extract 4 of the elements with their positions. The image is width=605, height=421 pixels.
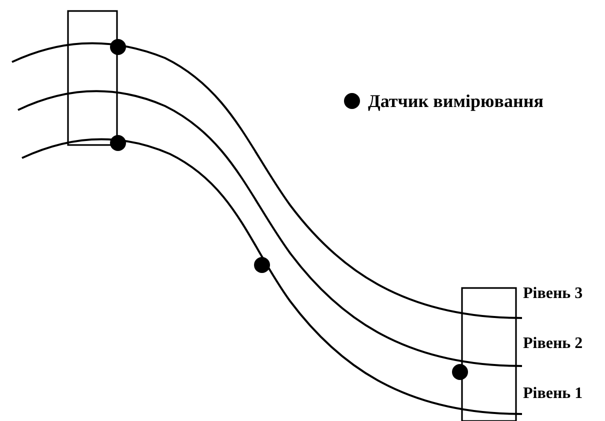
level-label: Рівень 1: [523, 386, 583, 402]
level-label: Рівень 2: [523, 336, 583, 352]
level-label: Рівень 3: [523, 286, 583, 302]
legend-text: Датчик вимірювання: [368, 92, 544, 110]
